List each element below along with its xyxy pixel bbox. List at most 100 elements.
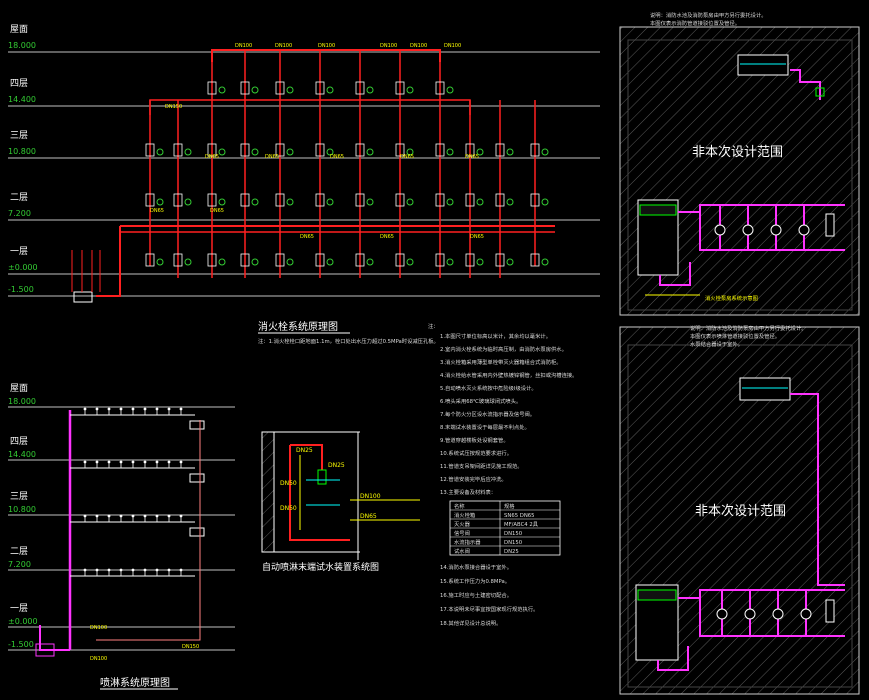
hydrant-cabinet	[395, 143, 405, 157]
hydrant-valve-icon	[326, 86, 334, 94]
hydrant-valve-icon	[156, 258, 164, 266]
note-line: 6.喷头采用68℃玻璃球闭式喷头。	[440, 397, 521, 405]
sprinkler-head-icon	[107, 407, 111, 411]
floor-elevation: 7.200	[8, 209, 31, 218]
hydrant-cabinet	[173, 143, 183, 157]
panel-bottom-center-text: 非本次设计范围	[695, 503, 786, 519]
hydrant-valve-icon	[406, 148, 414, 156]
table-cell: DN150	[504, 540, 523, 546]
floor-elevation: 18.000	[8, 41, 36, 50]
sprinkler-head-icon	[179, 460, 183, 464]
note-line: 14.消防水泵接合器设于室外。	[440, 563, 512, 571]
hydrant-valve-icon	[406, 258, 414, 266]
hydrant-cabinet	[315, 253, 325, 267]
panel-top-center-text: 非本次设计范围	[692, 144, 783, 160]
hydrant-valve-icon	[541, 148, 549, 156]
test-valve-icon	[189, 420, 205, 430]
panel-bottom-text: 说明：消防水池及消防泵房由甲方另行委托设计。 本图仅表示喷淋管道接驳位置及管径。…	[690, 324, 807, 519]
note-line: 18.其他详见设计总说明。	[440, 619, 501, 627]
sprinkler-head-icon	[107, 460, 111, 464]
floor-elevation: ±0.000	[8, 263, 38, 272]
hydrant-cabinet	[355, 143, 365, 157]
hydrant-cabinet	[240, 193, 250, 207]
hydrant-valve-icon	[541, 198, 549, 206]
hydrant-cabinet	[435, 143, 445, 157]
sprinkler-head-icon	[155, 460, 159, 464]
sprinkler-head-icon	[179, 568, 183, 572]
hydrant-cabinet	[530, 143, 540, 157]
hydrant-cabinet	[240, 253, 250, 267]
hydrant-valve-icon	[286, 198, 294, 206]
table-cell: 信号阀	[454, 529, 470, 537]
hydrant-cabinet	[275, 253, 285, 267]
table-cell: SN65 DN65	[504, 513, 535, 519]
sprinkler-head-icon	[107, 568, 111, 572]
test-drain-label: DN100	[360, 493, 381, 500]
hydrant-cabinet	[173, 193, 183, 207]
sprinkler-head-icon	[95, 514, 99, 518]
hydrant-cabinet	[207, 253, 217, 267]
hydrant-cabinet	[275, 143, 285, 157]
test-drain-title: 自动喷淋末端试水装置系统图	[262, 561, 379, 573]
hydrant-valve-icon	[286, 148, 294, 156]
hydrant-valve-icon	[326, 258, 334, 266]
hydrant-cabinet	[435, 193, 445, 207]
sprinkler-head-icon	[167, 407, 171, 411]
sprinkler-diagram-title: 喷淋系统原理图	[100, 676, 170, 689]
table-cell: DN25	[504, 549, 519, 555]
pump-room-panel-top	[619, 26, 860, 316]
sprinkler-head-icon	[155, 407, 159, 411]
sprinkler-head-icon	[167, 514, 171, 518]
note-line: 9.管道穿越楼板处设钢套管。	[440, 436, 509, 444]
floor-name: 三层	[10, 130, 28, 141]
hydrant-cabinet	[435, 253, 445, 267]
note-line: 4.消火栓给水管采用内外壁热镀锌钢管，丝扣或沟槽连接。	[440, 371, 577, 379]
note-line: 8.末端试水装置设于每层最不利点处。	[440, 423, 530, 431]
hydrant-valve-icon	[326, 148, 334, 156]
sprinkler-head-icon	[179, 407, 183, 411]
pipe-size-label: DN100	[275, 43, 292, 49]
hydrant-cabinet	[145, 193, 155, 207]
hydrant-valve-icon	[446, 198, 454, 206]
pipe-size-label: DN100	[380, 43, 397, 49]
floor-elevation: 7.200	[8, 560, 31, 569]
note-line: 3.消火栓箱采用薄型单栓带灭火器箱组合式消防柜。	[440, 358, 562, 366]
note-line: 11.管道支吊架间距详见施工规范。	[440, 462, 523, 470]
hydrant-valve-icon	[366, 86, 374, 94]
hydrant-cabinet	[465, 143, 475, 157]
hydrant-cabinet	[530, 253, 540, 267]
pump-room-panel-bottom	[619, 326, 860, 695]
test-valve-icon	[189, 527, 205, 537]
note-line: 2.室内消火栓系统为临时高压制，由消防水泵房供水。	[440, 345, 567, 353]
sprinkler-head-icon	[119, 514, 123, 518]
hydrant-valve-icon	[251, 198, 259, 206]
hydrant-valve-icon	[184, 258, 192, 266]
drain-pipe	[96, 420, 201, 641]
panel-bottom-header-3: 水泵结合器设于室外。	[690, 340, 743, 348]
sprinkler-head-icon	[155, 514, 159, 518]
hydrant-valve-icon	[286, 86, 294, 94]
hydrant-cabinet	[145, 253, 155, 267]
hydrant-valve-icon	[218, 86, 226, 94]
hydrant-diagram-subtitle: 注：1.消火栓栓口距地面1.1m，栓口处出水压力超过0.5MPa时设减压孔板。	[258, 337, 439, 345]
hydrant-diagram-title: 消火栓系统原理图	[258, 320, 338, 333]
alarm-valve-icon	[35, 643, 55, 657]
sprinkler-head-icon	[119, 407, 123, 411]
floor-name: 一层	[10, 246, 28, 257]
hydrant-cabinet	[395, 193, 405, 207]
floor-elevation: 18.000	[8, 397, 36, 406]
pipe-size-label: DN100	[90, 625, 107, 631]
sprinkler-head-icon	[119, 460, 123, 464]
table-header-spec: 规格	[504, 502, 515, 510]
note-line: 12.管道安装完毕后应冲洗。	[440, 475, 507, 483]
hydrant-cabinet	[173, 253, 183, 267]
sprinkler-head-icon	[83, 460, 87, 464]
floor-name: 二层	[10, 546, 28, 557]
floor-elevation: 10.800	[8, 505, 36, 514]
pipe-size-label: DN65	[300, 234, 314, 240]
hydrant-cabinet	[355, 193, 365, 207]
hydrant-valve-icon	[286, 258, 294, 266]
test-drain-label: DN25	[296, 447, 313, 454]
hydrant-cabinet	[315, 81, 325, 95]
